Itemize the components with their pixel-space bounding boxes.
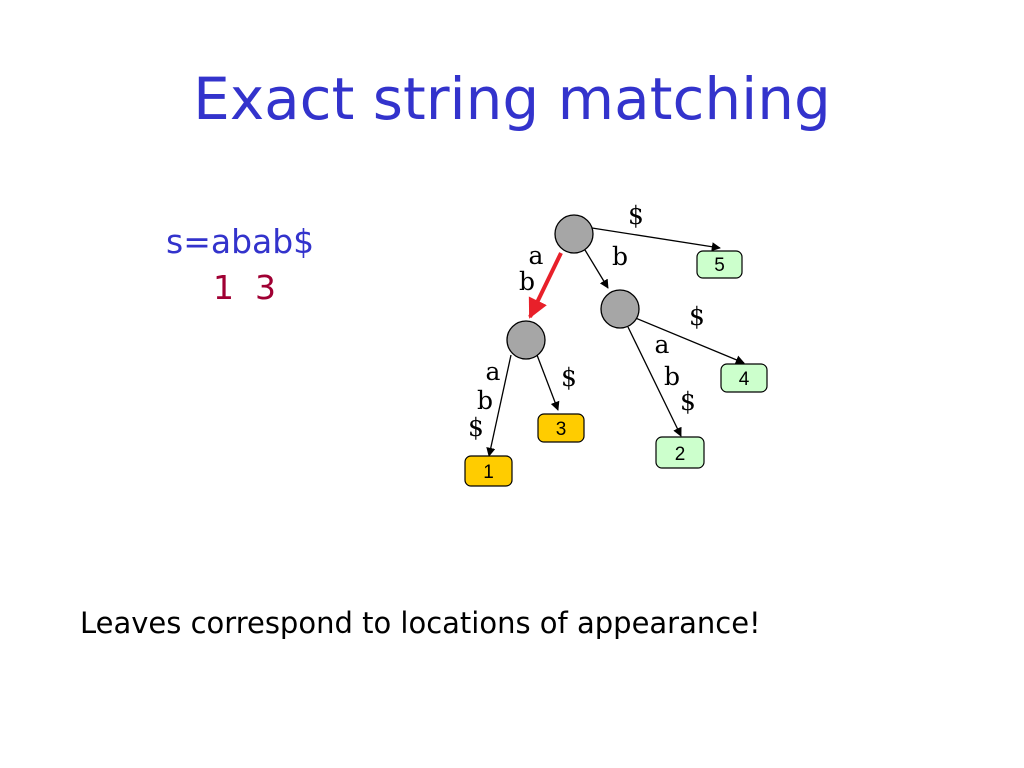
edge-label-right-b: b <box>664 362 680 391</box>
leaf-2: 2 <box>655 436 705 469</box>
leaf-4-label: 4 <box>739 369 750 390</box>
edge-right-node-to-leaf2 <box>627 326 682 437</box>
match-positions: 1 3 <box>213 268 276 307</box>
leaf-3: 3 <box>537 413 585 443</box>
leaf-3-label: 3 <box>556 419 567 440</box>
edge-label-left-a: a <box>486 357 501 386</box>
edge-label-right-dollar-top: $ <box>689 302 705 331</box>
string-label: s=abab$ <box>166 222 315 261</box>
edge-root-to-left-node-highlighted <box>528 252 563 319</box>
leaf-4: 4 <box>720 363 768 393</box>
leaf-5-label: 5 <box>714 255 725 276</box>
leaf-2-label: 2 <box>675 444 686 465</box>
caption: Leaves correspond to locations of appear… <box>80 606 761 640</box>
edge-label-root-b-left: b <box>519 267 535 296</box>
edge-root-to-right-node <box>584 249 609 289</box>
leaf-1-label: 1 <box>483 462 494 483</box>
edge-label-right-dollar-bottom: $ <box>680 387 696 416</box>
edge-label-left-dollar-right: $ <box>561 363 577 392</box>
root-node <box>554 214 594 254</box>
edge-label-root-b-right: b <box>612 242 628 271</box>
edge-label-root-dollar: $ <box>628 201 644 230</box>
edge-label-root-a: a <box>529 241 544 270</box>
leaf-1: 1 <box>464 455 513 487</box>
leaf-5: 5 <box>696 250 743 279</box>
edge-right-node-to-leaf4 <box>632 316 745 365</box>
edge-label-left-dollar-bottom: $ <box>468 413 484 442</box>
right-internal-node <box>600 289 640 329</box>
edge-left-node-to-leaf1 <box>486 354 512 457</box>
edge-label-left-b: b <box>477 386 493 415</box>
edge-left-node-to-leaf3 <box>536 354 560 411</box>
edge-root-to-leaf5 <box>591 227 721 252</box>
edge-label-right-a: a <box>655 330 670 359</box>
slide-title: Exact string matching <box>193 65 831 133</box>
left-internal-node <box>506 320 546 360</box>
